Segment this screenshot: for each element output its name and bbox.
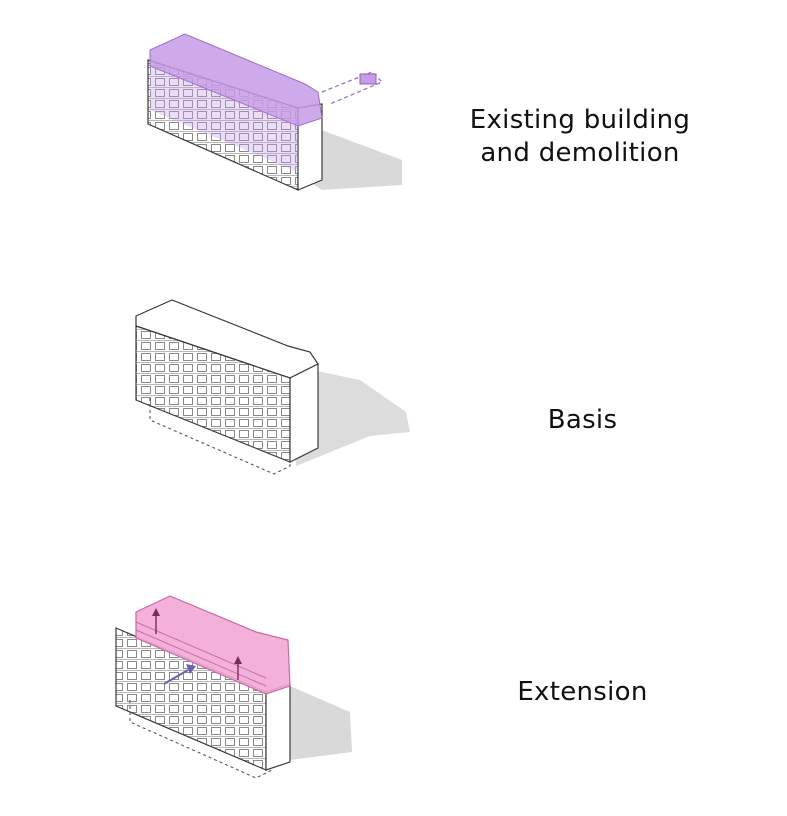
label-line: Extension xyxy=(517,677,648,707)
label-line: Basis xyxy=(547,405,618,435)
basis-foundation-outline xyxy=(149,398,291,475)
basis-side-wall xyxy=(289,363,319,463)
extension-building-diagram xyxy=(115,595,352,779)
extension-foundation-outline xyxy=(129,700,273,779)
label-line: and demolition xyxy=(480,138,680,168)
extension-volume xyxy=(135,595,291,695)
label-basis: Basis xyxy=(500,404,665,437)
extension-shadow xyxy=(290,686,352,760)
label-line: Existing building xyxy=(469,105,691,135)
label-existing-building: Existing building and demolition xyxy=(450,104,710,170)
label-extension: Extension xyxy=(480,676,685,709)
extension-side-wall xyxy=(265,683,291,771)
demolition-balconies xyxy=(150,66,298,172)
basis-shadow xyxy=(296,352,410,466)
existing-building-diagram xyxy=(147,33,402,191)
demolition-roof xyxy=(149,33,323,127)
diagonal-arrow xyxy=(163,669,189,685)
demolished-annex-block xyxy=(359,73,377,85)
building-shadow xyxy=(300,122,402,190)
basis-building-diagram xyxy=(135,299,410,475)
